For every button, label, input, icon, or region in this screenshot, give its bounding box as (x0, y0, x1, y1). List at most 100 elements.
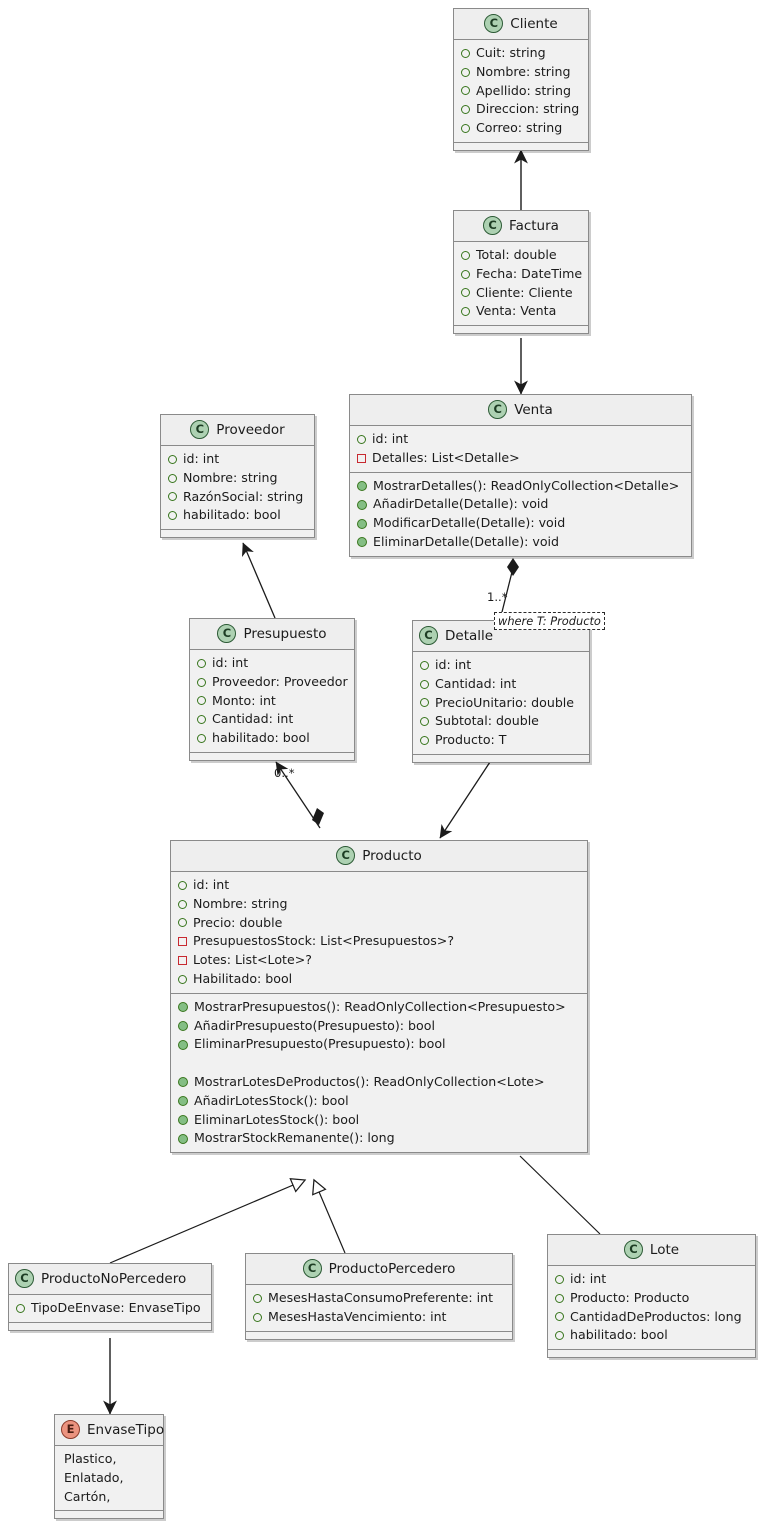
enum-envase-tipo-values: Plastico, Enlatado, Cartón, (55, 1446, 163, 1512)
public-method-icon (178, 1039, 188, 1050)
field: Apellido: string (476, 82, 571, 98)
public-field-icon (168, 454, 177, 464)
method-separator (178, 1054, 581, 1073)
field: Nombre: string (183, 469, 278, 485)
class-producto-name: Producto (362, 847, 422, 864)
class-venta-fields: id: int Detalles: List<Detalle> (350, 426, 691, 473)
public-field-icon (461, 67, 470, 77)
class-badge-icon: C (484, 14, 504, 33)
public-method-icon (178, 1133, 188, 1144)
class-badge-icon: C (483, 216, 503, 235)
private-field-icon (357, 453, 366, 463)
public-field-icon (197, 734, 206, 744)
field: Cuit: string (476, 45, 546, 60)
class-producto-percedero[interactable]: C ProductoPercedero MesesHastaConsumoPre… (245, 1253, 513, 1340)
class-proveedor-header: C Proveedor (161, 415, 314, 446)
class-detalle[interactable]: C Detalle id: int Cantidad: int PrecioUn… (412, 620, 590, 763)
method: AñadirPresupuesto(Presupuesto): bool (194, 1017, 435, 1033)
class-presupuesto-name: Presupuesto (243, 625, 327, 642)
field: CantidadDeProductos: long (570, 1308, 742, 1324)
class-venta-methods: MostrarDetalles(): ReadOnlyCollection<De… (350, 472, 691, 556)
class-producto[interactable]: C Producto id: int Nombre: string Precio… (170, 840, 588, 1154)
class-producto-percedero-header: C ProductoPercedero (246, 1254, 512, 1285)
field: habilitado: bool (183, 507, 281, 523)
class-proveedor[interactable]: C Proveedor id: int Nombre: string Razón… (160, 414, 315, 539)
field: Detalles: List<Detalle> (372, 449, 520, 465)
method: AñadirDetalle(Detalle): void (373, 496, 549, 512)
public-field-icon (197, 715, 206, 725)
public-field-icon (461, 105, 470, 115)
field: MesesHastaVencimiento: int (268, 1308, 447, 1324)
public-field-icon (178, 974, 187, 984)
public-method-icon (357, 537, 367, 548)
field: Proveedor: Proveedor (212, 673, 348, 689)
enum-value: Enlatado, (64, 1469, 124, 1485)
field: Venta: Venta (476, 303, 557, 319)
class-lote[interactable]: C Lote id: int Producto: Producto Cantid… (547, 1234, 756, 1359)
field: Producto: T (435, 732, 507, 748)
public-field-icon (253, 1312, 262, 1322)
edge-presupuesto-proveedor (241, 542, 276, 619)
field: Habilitado: bool (193, 970, 293, 986)
class-factura-name: Factura (509, 217, 559, 234)
field: Monto: int (212, 692, 276, 708)
public-field-icon (420, 717, 429, 727)
class-lote-methods-empty (548, 1350, 755, 1358)
class-badge-icon: C (488, 400, 508, 419)
class-producto-fields: id: int Nombre: string Precio: double Pr… (171, 872, 587, 994)
method: MostrarDetalles(): ReadOnlyCollection<De… (373, 477, 680, 493)
edge-producto-lote (519, 1155, 601, 1235)
field: Precio: double (193, 914, 283, 930)
class-producto-percedero-name: ProductoPercedero (328, 1260, 456, 1277)
enum-envase-tipo-header: E EnvaseTipo (55, 1415, 164, 1446)
public-field-icon (461, 269, 470, 279)
class-cliente-fields: Cuit: string Nombre: string Apellido: st… (454, 40, 588, 143)
class-producto-no-percedero[interactable]: C ProductoNoPercedero TipoDeEnvase: Enva… (8, 1263, 212, 1331)
class-venta-header: C Venta (350, 395, 691, 426)
public-field-icon (461, 48, 470, 58)
method: MostrarLotesDeProductos(): ReadOnlyColle… (194, 1073, 545, 1089)
generic-constraint-note-detalle: where T: Producto (494, 612, 605, 630)
enum-value: Cartón, (64, 1488, 111, 1504)
class-badge-icon: C (190, 420, 210, 439)
class-factura-header: C Factura (454, 211, 588, 242)
edge-label-producto-presupuesto: 0..* (274, 766, 295, 780)
public-method-icon (178, 1077, 188, 1088)
field: Total: double (476, 247, 557, 262)
field: Cantidad: int (212, 711, 294, 727)
public-field-icon (420, 679, 429, 689)
class-factura-fields: Total: double Fecha: DateTime Cliente: C… (454, 242, 588, 327)
class-badge-icon: C (336, 846, 356, 865)
enum-envase-tipo-tail (55, 1511, 163, 1519)
public-field-icon (197, 658, 206, 668)
method: MostrarStockRemanente(): long (194, 1130, 395, 1146)
public-field-icon (555, 1331, 564, 1341)
method: EliminarLotesStock(): bool (194, 1111, 360, 1127)
class-venta[interactable]: C Venta id: int Detalles: List<Detalle> … (349, 394, 692, 557)
class-cliente[interactable]: C Cliente Cuit: string Nombre: string Ap… (453, 8, 589, 151)
public-field-icon (555, 1274, 564, 1284)
enum-value: Plastico, (64, 1451, 117, 1466)
public-field-icon (168, 511, 177, 521)
method: AñadirLotesStock(): bool (194, 1092, 349, 1108)
public-field-icon (461, 86, 470, 96)
public-field-icon (555, 1293, 564, 1303)
field: id: int (435, 657, 472, 672)
edge-productopercedero-producto (314, 1180, 346, 1254)
public-field-icon (461, 250, 470, 260)
class-presupuesto[interactable]: C Presupuesto id: int Proveedor: Proveed… (189, 618, 355, 761)
class-factura[interactable]: C Factura Total: double Fecha: DateTime … (453, 210, 589, 335)
public-field-icon (168, 473, 177, 483)
field: id: int (193, 877, 230, 892)
public-field-icon (178, 899, 187, 909)
class-presupuesto-header: C Presupuesto (190, 619, 354, 650)
field: Cliente: Cliente (476, 284, 573, 300)
enum-envase-tipo[interactable]: E EnvaseTipo Plastico, Enlatado, Cartón, (54, 1414, 164, 1520)
field: PrecioUnitario: double (435, 694, 575, 710)
class-detalle-name: Detalle (445, 627, 494, 644)
public-field-icon (555, 1312, 564, 1322)
class-cliente-name: Cliente (510, 15, 558, 32)
edge-detalle-producto (439, 761, 491, 839)
class-badge-icon: C (15, 1269, 34, 1288)
public-method-icon (178, 1096, 188, 1107)
